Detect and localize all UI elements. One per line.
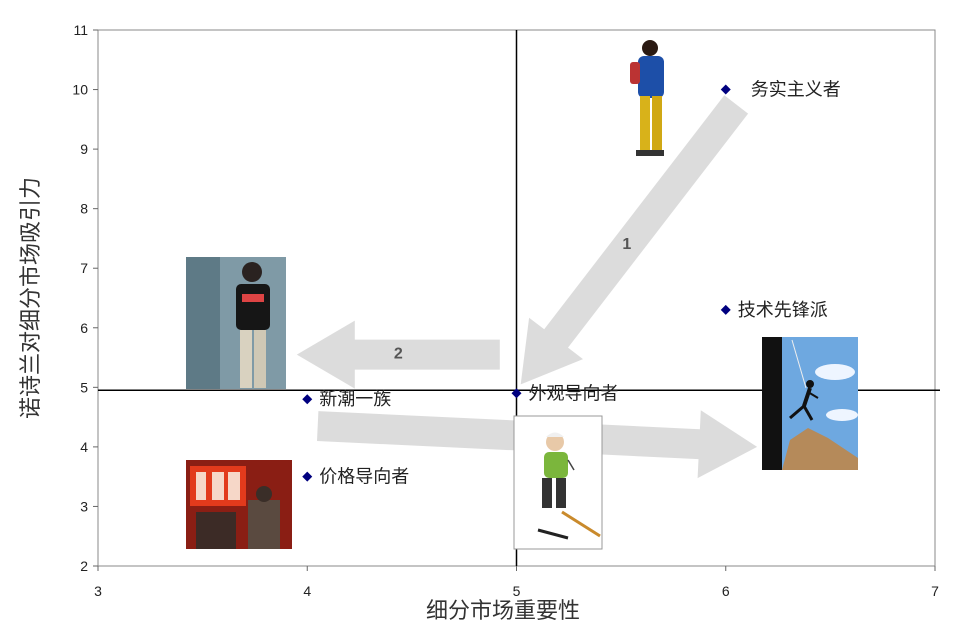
- arrow-number-label: 2: [394, 346, 403, 363]
- data-point-label: 务实主义者: [751, 80, 841, 101]
- data-point-marker: [720, 84, 731, 95]
- y-tick-label: 9: [80, 141, 88, 157]
- skier-photo: [513, 415, 603, 550]
- y-tick-label: 5: [80, 379, 88, 395]
- data-point-label: 价格导向者: [319, 467, 409, 488]
- arrow-number-label: 1: [622, 236, 631, 253]
- x-tick-label: 6: [722, 583, 730, 599]
- y-tick-label: 6: [80, 320, 88, 336]
- data-point-label: 技术先锋派: [738, 300, 828, 321]
- y-tick-label: 7: [80, 260, 88, 276]
- x-tick-label: 7: [931, 583, 939, 599]
- data-point-label: 外观导向者: [529, 383, 619, 404]
- x-tick-label: 5: [513, 583, 521, 599]
- y-tick-label: 2: [80, 558, 88, 574]
- y-tick-label: 10: [72, 82, 88, 98]
- data-point-label: 新潮一族: [319, 389, 391, 410]
- migration-arrow-2: [296, 320, 500, 389]
- y-tick-label: 8: [80, 201, 88, 217]
- y-tick-label: 11: [73, 22, 88, 38]
- data-point-marker: [302, 471, 313, 482]
- youth-photo: [186, 257, 286, 389]
- data-point-marker: [302, 394, 313, 405]
- data-point-marker: [720, 304, 731, 315]
- sale-photo: [186, 460, 292, 549]
- data-point-marker: [511, 388, 522, 399]
- y-axis-title: 诺诗兰对细分市场吸引力: [19, 177, 44, 419]
- y-tick-label: 4: [80, 439, 88, 455]
- climber-photo: [762, 337, 858, 470]
- migration-arrow-1: [520, 95, 749, 385]
- x-tick-label: 4: [303, 583, 311, 599]
- hiker-photo: [630, 40, 664, 156]
- y-tick-label: 3: [80, 498, 88, 514]
- x-tick-label: 3: [94, 583, 102, 599]
- x-axis-title: 细分市场重要性: [426, 599, 580, 624]
